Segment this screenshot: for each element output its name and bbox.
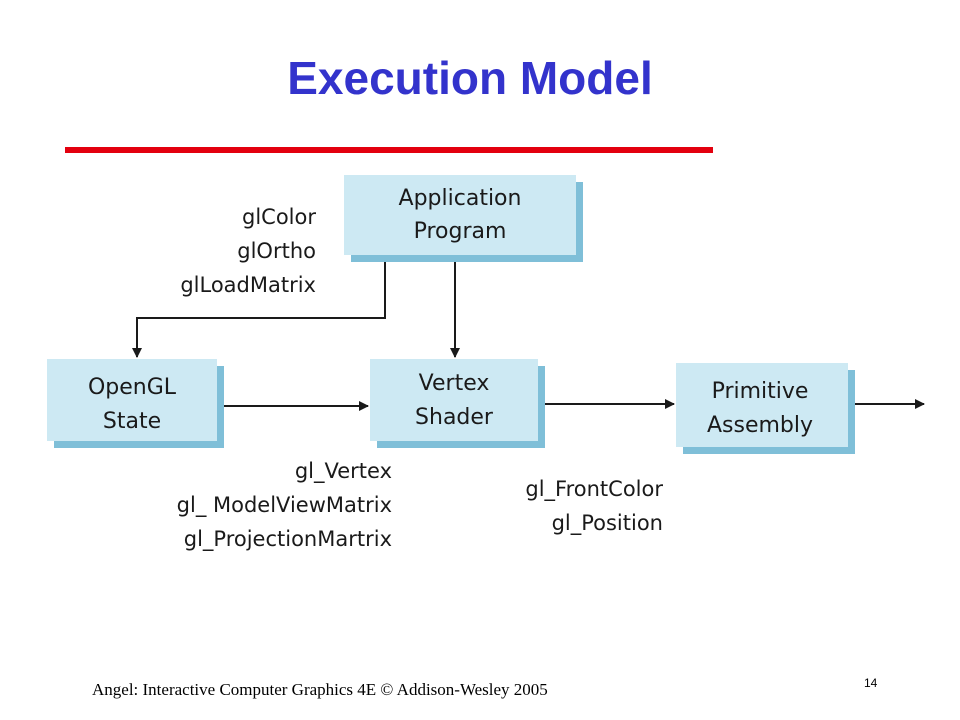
label-glcolor: glColor — [242, 205, 316, 229]
labels-shader-to-assembly: gl_FrontColor gl_Position — [525, 477, 663, 536]
label-gl-frontcolor: gl_FrontColor — [525, 477, 663, 502]
application-program-body — [344, 175, 576, 255]
primitive-assembly-line-2: Assembly — [707, 413, 813, 438]
application-program-box: Application Program — [344, 175, 583, 262]
application-program-line-1: Application — [399, 186, 522, 211]
footer-citation: Angel: Interactive Computer Graphics 4E … — [92, 680, 548, 699]
title-divider — [65, 147, 713, 153]
label-gl-modelviewmatrix: gl_ ModelViewMatrix — [177, 493, 392, 518]
vertex-shader-body — [370, 359, 538, 441]
primitive-assembly-line-1: Primitive — [712, 379, 809, 404]
connectors — [132, 262, 925, 411]
opengl-state-box: OpenGL State — [47, 359, 224, 448]
labels-app-to-state: glColor glOrtho glLoadMatrix — [180, 205, 316, 297]
label-gl-vertex: gl_Vertex — [295, 459, 392, 484]
primitive-assembly-box: Primitive Assembly — [676, 363, 855, 454]
label-glloadmatrix: glLoadMatrix — [180, 273, 316, 297]
labels-state-to-shader: gl_Vertex gl_ ModelViewMatrix gl_Project… — [177, 459, 392, 552]
vertex-shader-line-2: Shader — [415, 405, 494, 430]
label-gl-projectionmartrix: gl_ProjectionMartrix — [184, 527, 392, 552]
vertex-shader-line-1: Vertex — [419, 371, 490, 396]
primitive-assembly-body — [676, 363, 848, 447]
vertex-shader-box: Vertex Shader — [370, 359, 545, 448]
opengl-state-line-1: OpenGL — [88, 375, 177, 400]
label-gl-position: gl_Position — [552, 511, 663, 536]
page-number: 14 — [864, 676, 878, 690]
label-glortho: glOrtho — [237, 239, 316, 263]
arrow-app-to-opengl-state — [132, 262, 386, 358]
application-program-line-2: Program — [414, 219, 507, 244]
opengl-state-body — [47, 359, 217, 441]
opengl-state-line-2: State — [103, 409, 161, 434]
slide-title: Execution Model — [287, 52, 653, 104]
